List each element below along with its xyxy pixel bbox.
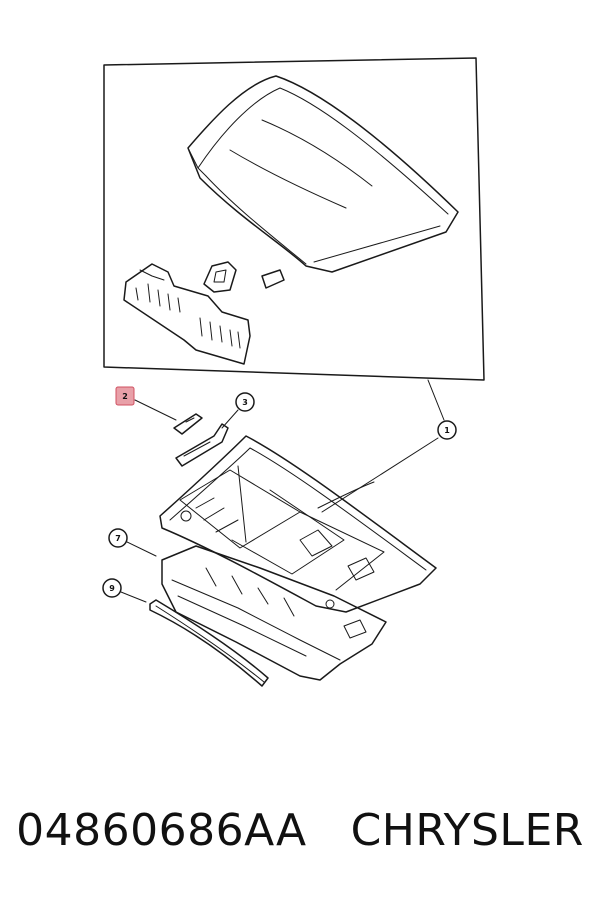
brand-name: CHRYSLER [350,804,584,856]
bumper-pad [261,269,285,289]
hood-inner-structure [159,435,437,613]
leader-1-frame [427,379,445,421]
hood-hinge-pin [173,413,203,435]
hood-outer-panel [187,75,459,273]
svg-text:1: 1 [444,426,450,435]
callout-2[interactable]: 2 [115,386,135,406]
svg-text:3: 3 [242,398,248,407]
callout-9[interactable]: 9 [102,578,122,598]
callout-3[interactable]: 3 [235,392,255,412]
leader-7 [126,541,157,557]
callout-7[interactable]: 7 [108,528,128,548]
leader-9 [120,591,147,603]
leader-2 [134,399,177,421]
leader-1-hood [321,437,439,513]
svg-text:7: 7 [115,534,121,543]
callout-1[interactable]: 1 [437,420,457,440]
part-caption: 04860686AA CHRYSLER [0,790,600,870]
svg-text:9: 9 [109,584,115,593]
latch-bracket [203,261,237,293]
hood-hinge-arm [175,423,229,467]
svg-text:2: 2 [122,392,128,401]
hood-parts-diagram: 1 2 3 7 [102,57,485,687]
weatherstrip [149,599,269,687]
insulation-pad [123,263,251,365]
inset-frame [103,57,485,381]
part-number: 04860686AA [16,804,307,856]
cowl-panel [161,545,387,681]
